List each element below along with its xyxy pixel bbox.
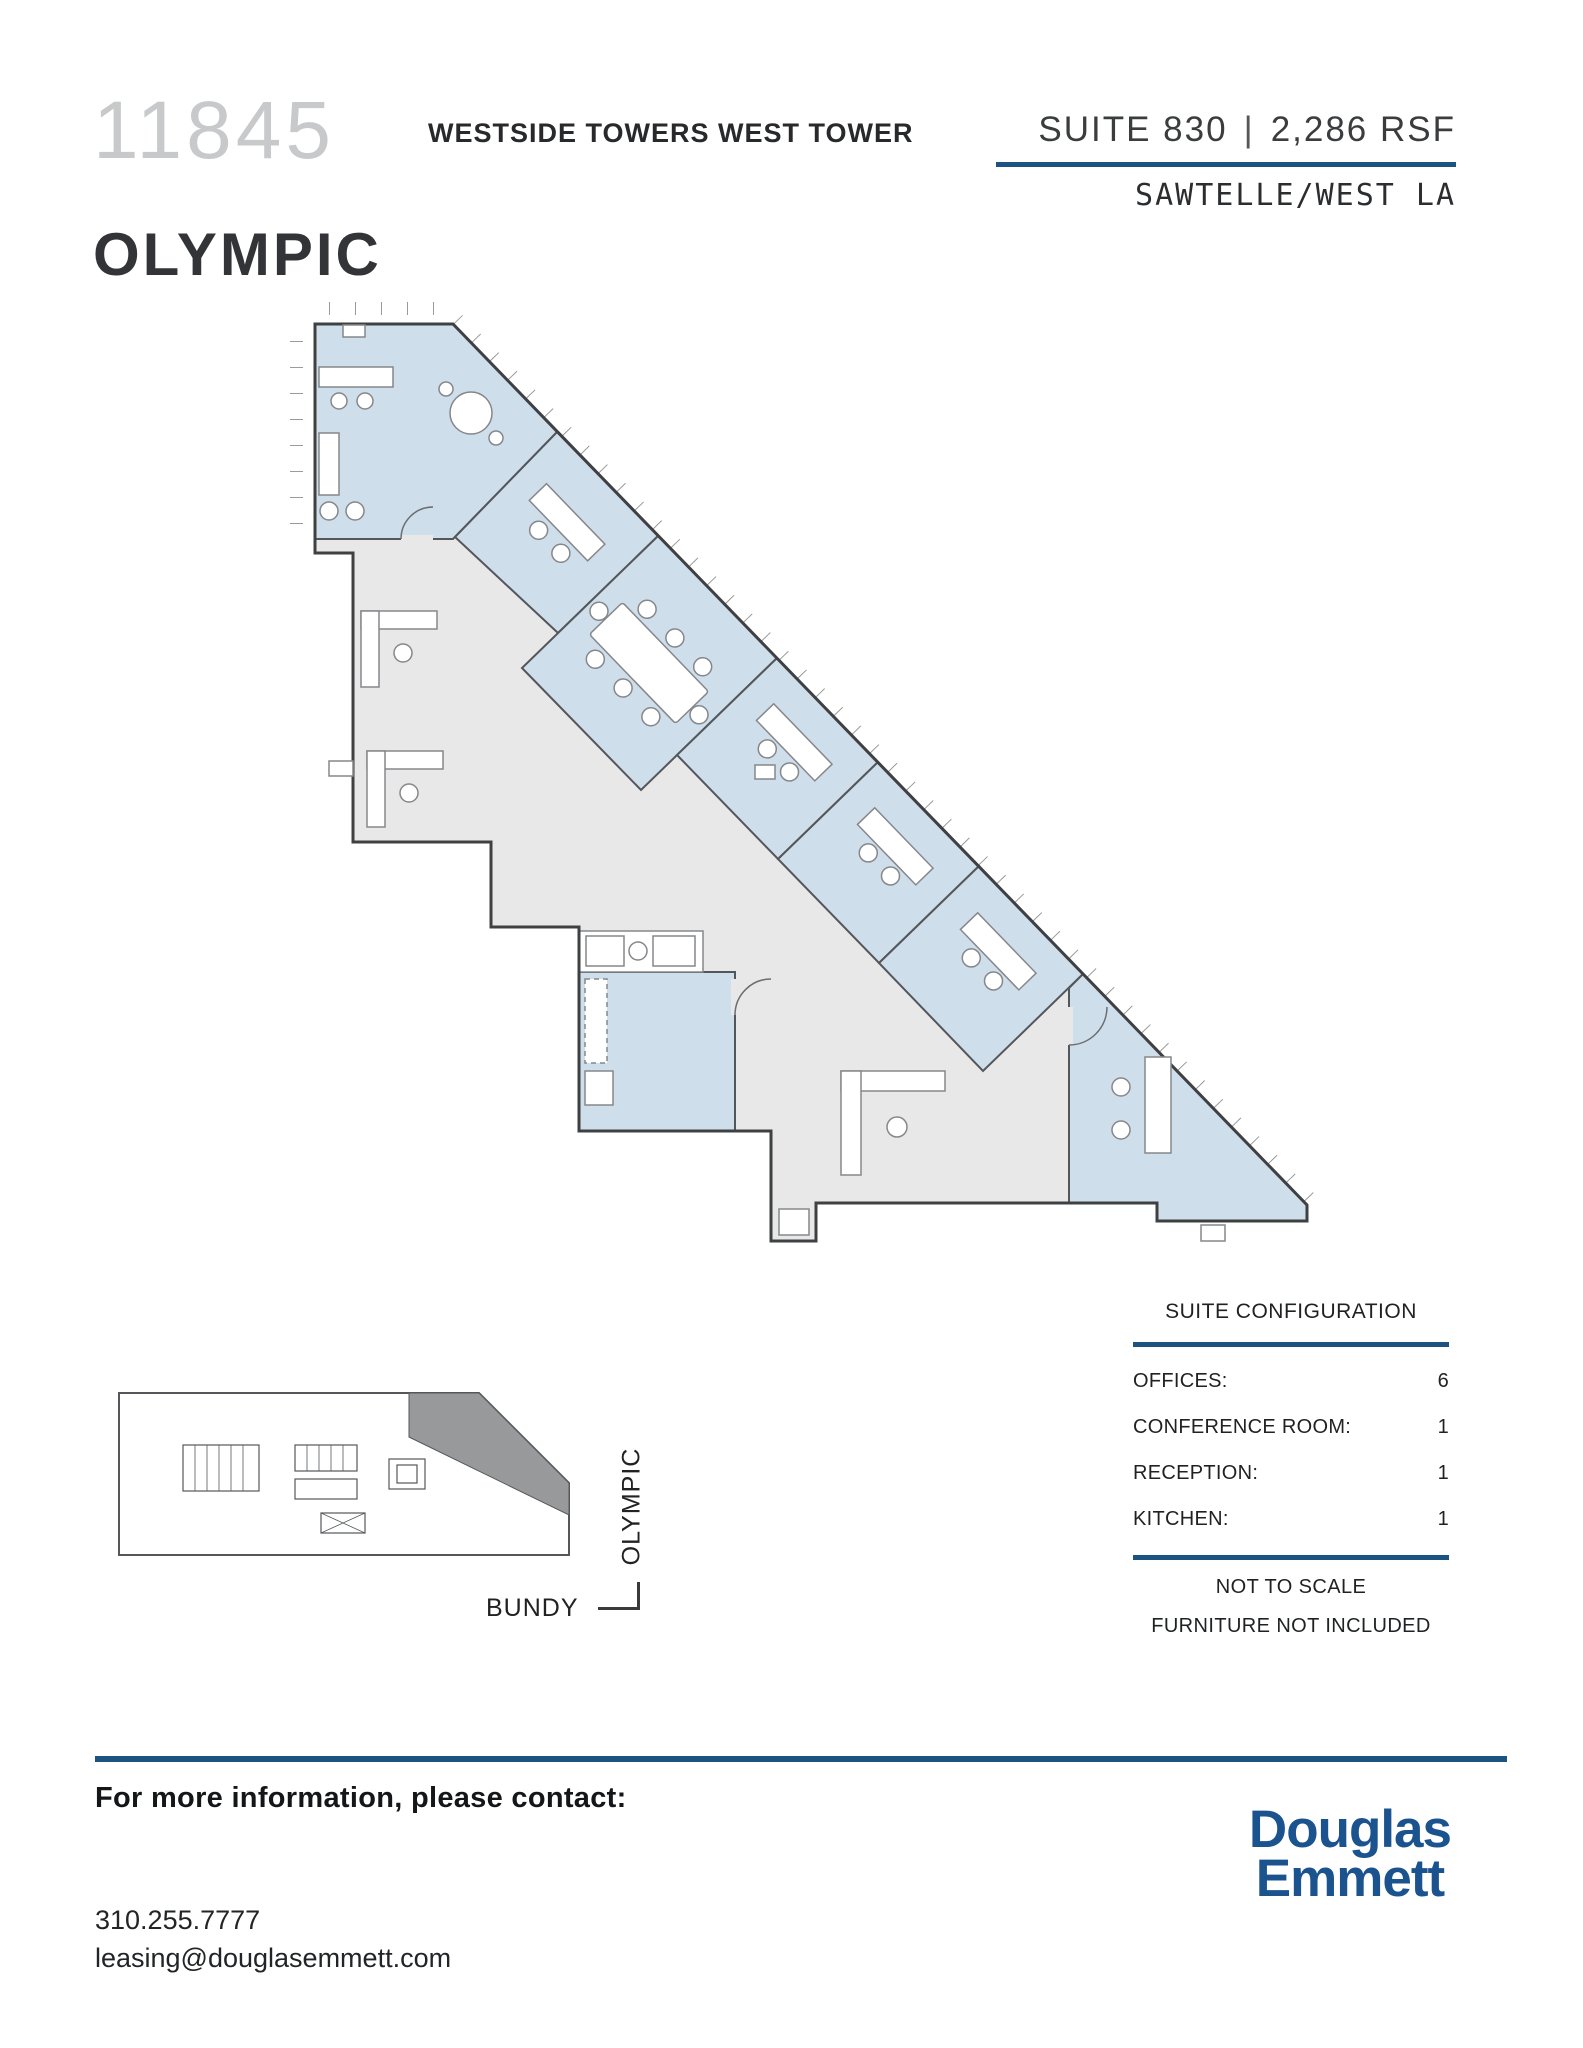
config-value: 1 — [1437, 1462, 1449, 1484]
address-street: OLYMPIC — [93, 221, 382, 288]
suite-rsf-separator: | — [1243, 110, 1255, 149]
contact-phone: 310.255.7777 — [95, 1905, 261, 1935]
config-row-reception: RECEPTION: 1 — [1133, 1462, 1449, 1485]
config-value: 1 — [1437, 1416, 1449, 1438]
header-rule — [996, 162, 1456, 167]
suite-location-shade — [408, 1392, 570, 1516]
config-label: CONFERENCE ROOM: — [1133, 1416, 1352, 1438]
building-core — [182, 1444, 426, 1534]
floor-plan-svg — [290, 302, 1318, 1243]
building-name: WESTSIDE TOWERS WEST TOWER — [428, 118, 914, 148]
furniture-reception — [318, 324, 504, 521]
config-row-conference: CONFERENCE ROOM: 1 — [1133, 1416, 1449, 1439]
config-label: RECEPTION: — [1133, 1462, 1259, 1484]
logo-line-1: Douglas — [1248, 1800, 1452, 1859]
config-rule-top — [1133, 1342, 1449, 1347]
doors — [400, 506, 1108, 1046]
footer-rule — [95, 1756, 1507, 1762]
note-furniture: FURNITURE NOT INCLUDED — [1151, 1615, 1431, 1637]
douglas-emmett-logo: Douglas Emmett — [1248, 1800, 1452, 1908]
address-number: 11845 — [93, 85, 335, 176]
street-label-bundy: BUNDY — [486, 1594, 579, 1622]
submarket-label: SAWTELLE/WEST LA — [1135, 178, 1456, 213]
furniture-office-5 — [1111, 1056, 1172, 1154]
suite-number: SUITE 830 — [1038, 110, 1228, 149]
floor-plan — [288, 300, 1323, 1265]
logo-line-2: Emmett — [1255, 1848, 1445, 1908]
config-value: 1 — [1437, 1508, 1449, 1530]
config-label: OFFICES: — [1133, 1370, 1228, 1392]
suite-rsf-line: SUITE 830 | 2,286 RSF — [1038, 110, 1456, 150]
contact-heading: For more information, please contact: — [95, 1782, 627, 1814]
suite-rsf: 2,286 RSF — [1270, 110, 1456, 149]
window-ticks-left — [290, 324, 303, 539]
furniture-conference-table — [585, 599, 713, 727]
window-ticks-diagonal — [453, 314, 1318, 1206]
street-connector-line-horizontal — [598, 1607, 640, 1610]
street-connector-line-vertical — [637, 1582, 640, 1610]
suite-configuration-title: SUITE CONFIGURATION — [1165, 1300, 1417, 1323]
config-row-offices: OFFICES: 6 — [1133, 1370, 1449, 1393]
furniture-office-4 — [959, 911, 1038, 991]
furniture-office-2 — [755, 702, 834, 782]
key-plan — [105, 1385, 585, 1580]
config-label: KITCHEN: — [1133, 1508, 1229, 1530]
suite-outline — [313, 322, 1309, 1243]
window-ticks-top — [315, 302, 453, 315]
config-row-kitchen: KITCHEN: 1 — [1133, 1508, 1449, 1531]
note-not-to-scale: NOT TO SCALE — [1215, 1576, 1367, 1598]
furniture-office-1 — [528, 482, 606, 564]
suite-configuration-panel: SUITE CONFIGURATION OFFICES: 6 CONFERENC… — [1133, 1300, 1449, 1638]
furniture-workstations — [360, 610, 946, 1236]
config-value: 6 — [1437, 1370, 1449, 1392]
config-rule-bottom — [1133, 1555, 1449, 1560]
street-label-olympic: OLYMPIC — [617, 1447, 646, 1566]
room-office-5 — [1068, 972, 1308, 1222]
kitchen-counter — [578, 930, 704, 1106]
structural-marks — [328, 760, 1226, 1242]
furniture-office-3 — [856, 806, 935, 886]
contact-email: leasing@douglasemmett.com — [95, 1943, 452, 1973]
key-plan-svg — [118, 1392, 570, 1556]
config-rows: OFFICES: 6 CONFERENCE ROOM: 1 RECEPTION:… — [1133, 1370, 1449, 1531]
